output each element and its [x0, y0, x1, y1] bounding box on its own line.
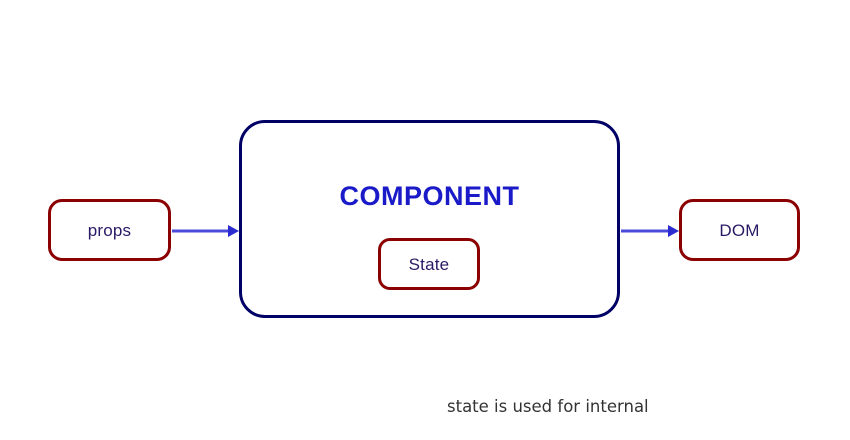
- node-props[interactable]: props: [48, 199, 171, 261]
- node-dom-label: DOM: [719, 220, 760, 240]
- arrow-right-icon: [621, 225, 679, 237]
- node-dom[interactable]: DOM: [679, 199, 800, 261]
- arrow-right-icon: [172, 225, 239, 237]
- node-props-label: props: [87, 220, 132, 240]
- node-state-label: State: [408, 254, 450, 274]
- component-container[interactable]: COMPONENT: [239, 120, 620, 318]
- node-state[interactable]: State: [378, 238, 480, 290]
- caption-line-1: state is used for internal: [447, 397, 649, 416]
- component-title: COMPONENT: [339, 181, 520, 211]
- component-to-dom-arrow: [621, 224, 679, 238]
- diagram-caption: state is used for internal communication…: [447, 352, 807, 440]
- props-to-component-arrow: [172, 224, 239, 238]
